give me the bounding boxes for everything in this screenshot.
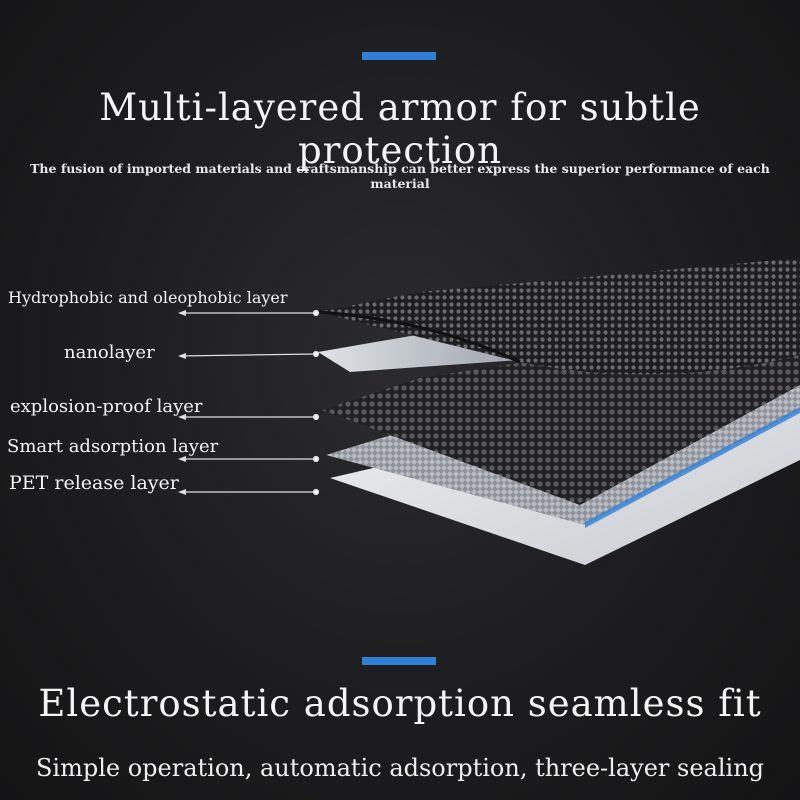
label-nanolayer: nanolayer bbox=[64, 342, 155, 363]
footer-title: Electrostatic adsorption seamless fit bbox=[38, 682, 762, 725]
footer-subtitle: Simple operation, automatic adsorption, … bbox=[35, 754, 765, 782]
label-pet-release-layer: PET release layer bbox=[9, 472, 179, 494]
label-smart-adsorption-layer: Smart adsorption layer bbox=[7, 436, 219, 457]
bottom-accent-bar bbox=[362, 657, 436, 665]
hydrophobic-layer-sheet bbox=[318, 258, 800, 375]
label-explosion-proof-layer: explosion-proof layer bbox=[10, 396, 203, 417]
page-title: Multi-layered armor for subtle protectio… bbox=[99, 86, 701, 172]
leader-line-nanolayer bbox=[179, 353, 317, 357]
page-subtitle: The fusion of imported materials and cra… bbox=[30, 161, 770, 191]
top-accent-bar bbox=[362, 52, 436, 60]
label-hydrophobic-layer: Hydrophobic and oleophobic layer bbox=[8, 288, 288, 307]
